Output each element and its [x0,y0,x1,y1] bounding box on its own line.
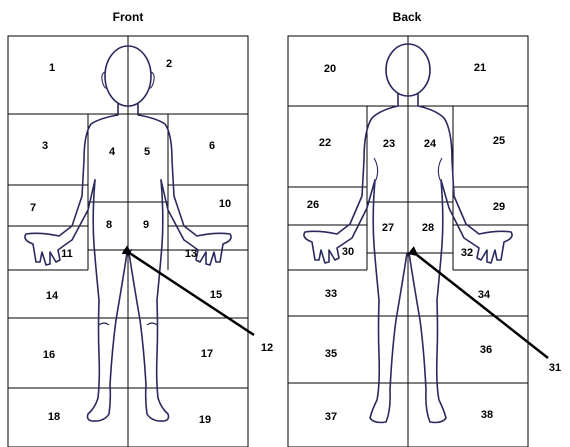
region-13-label: 13 [185,248,197,260]
region-16-label: 16 [43,349,55,361]
arrow-to-region-12 [131,254,254,335]
region-28-label: 28 [422,222,434,234]
region-18-label: 18 [48,411,60,423]
region-1-label: 1 [49,62,55,74]
region-12-label: 12 [261,342,273,354]
region-11-label: 11 [61,248,73,260]
front-title: Front [113,10,144,24]
region-23-label: 23 [383,138,395,150]
region-34-label: 34 [478,289,491,301]
region-21-label: 21 [474,62,486,74]
region-5-label: 5 [144,146,150,158]
region-37-label: 37 [325,411,337,423]
region-20-label: 20 [324,63,336,75]
region-9-label: 9 [143,219,149,231]
region-8-label: 8 [106,219,112,231]
region-2-label: 2 [166,58,172,70]
region-6-label: 6 [209,140,215,152]
region-10-label: 10 [219,198,231,210]
front-grid [8,36,248,447]
region-3-label: 3 [42,140,48,152]
region-14-label: 14 [46,290,59,302]
region-19-label: 19 [199,414,211,426]
region-32-label: 32 [461,247,473,259]
region-26-label: 26 [307,199,319,211]
region-30-label: 30 [342,246,354,258]
region-22-label: 22 [319,137,331,149]
region-27-label: 27 [382,222,394,234]
region-35-label: 35 [325,348,337,360]
region-33-label: 33 [325,288,337,300]
region-31-label: 31 [549,362,561,374]
region-15-label: 15 [210,289,222,301]
region-38-label: 38 [481,409,493,421]
region-25-label: 25 [493,135,505,147]
back-grid [288,36,528,447]
region-4-label: 4 [109,146,116,158]
region-7-label: 7 [30,202,36,214]
region-36-label: 36 [480,344,492,356]
region-24-label: 24 [424,138,437,150]
back-title: Back [393,10,422,24]
region-29-label: 29 [493,201,505,213]
region-17-label: 17 [201,348,213,360]
